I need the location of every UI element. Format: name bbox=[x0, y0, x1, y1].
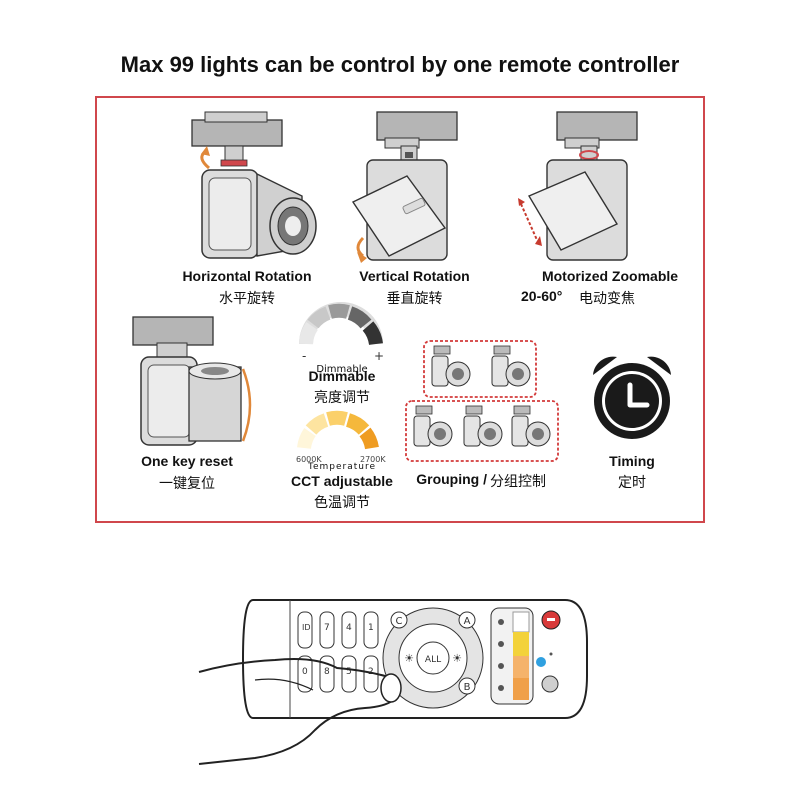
one-key-reset-label-zh: 一键复位 bbox=[159, 476, 215, 492]
motorized-zoom-label-zh: 电动变焦 bbox=[579, 291, 635, 307]
svg-text:C: C bbox=[396, 616, 403, 627]
remote-controller: ID 7 4 1 0 8 5 2 ALL ☀ ☀ C A B bbox=[198, 599, 588, 765]
cct-cool-value: 6000K bbox=[296, 455, 322, 464]
zoom-range-label: 20-60° bbox=[521, 288, 563, 304]
svg-text:1: 1 bbox=[368, 623, 374, 633]
svg-text:0: 0 bbox=[302, 667, 308, 677]
group-fixture bbox=[431, 345, 471, 387]
group-fixture bbox=[491, 345, 531, 387]
feature-dimmable: - + Dimmable bbox=[282, 302, 402, 408]
white-key[interactable] bbox=[512, 611, 530, 633]
group-fixture bbox=[463, 405, 503, 447]
grouping-label-zh: 分组控制 bbox=[490, 474, 546, 490]
cct-warm-value: 2700K bbox=[360, 455, 386, 464]
motorized-zoom-illustration bbox=[518, 111, 638, 261]
svg-text:☀: ☀ bbox=[404, 652, 414, 665]
feature-motorized-zoom: Motorized Zoomable 20-60° 电动变焦 bbox=[507, 98, 707, 313]
cct-label-zh: 色温调节 bbox=[314, 495, 370, 511]
cct-label: CCT adjustable bbox=[291, 473, 393, 489]
group-fixture bbox=[511, 405, 551, 447]
feature-timing: Timing 定时 bbox=[587, 353, 677, 493]
dimmable-label-zh: 亮度调节 bbox=[314, 390, 370, 406]
dimmable-label: Dimmable bbox=[308, 368, 376, 384]
orange-key[interactable] bbox=[513, 678, 529, 700]
dim-plus: + bbox=[374, 349, 384, 363]
timing-label-zh: 定时 bbox=[618, 475, 646, 491]
cct-icon: 6000K 2700K bbox=[296, 410, 386, 464]
svg-text:☀: ☀ bbox=[452, 652, 462, 665]
one-key-reset-label: One key reset bbox=[141, 453, 233, 469]
alarm-clock-icon bbox=[593, 356, 671, 439]
horizontal-rotation-label-zh: 水平旋转 bbox=[219, 291, 275, 307]
feature-horizontal-rotation: Horizontal Rotation 水平旋转 bbox=[97, 98, 317, 308]
cct-icon-caption: Temperature bbox=[307, 462, 376, 472]
yellow-key[interactable] bbox=[513, 632, 529, 656]
vertical-rotation-label-zh: 垂直旋转 bbox=[386, 291, 443, 307]
one-key-reset-illustration bbox=[132, 316, 252, 446]
headline: Max 99 lights can be control by one remo… bbox=[120, 52, 680, 77]
key-c[interactable] bbox=[390, 611, 408, 629]
horizontal-rotation-illustration bbox=[191, 111, 317, 259]
svg-text:8: 8 bbox=[324, 667, 330, 677]
timing-label: Timing bbox=[609, 453, 655, 469]
feature-vertical-rotation: Vertical Rotation 垂直旋转 bbox=[337, 98, 507, 308]
dim-minus: - bbox=[302, 349, 306, 363]
dimmable-icon-caption: Dimmable bbox=[316, 364, 368, 375]
group-fixture bbox=[413, 405, 453, 447]
svg-text:B: B bbox=[464, 682, 471, 693]
grey-button[interactable] bbox=[541, 675, 559, 693]
light-orange-key[interactable] bbox=[513, 656, 529, 678]
all-button[interactable] bbox=[416, 641, 450, 675]
blue-indicator bbox=[536, 657, 546, 667]
number-keys[interactable]: ID 7 4 1 0 8 5 2 bbox=[297, 611, 379, 693]
svg-text:7: 7 bbox=[324, 623, 330, 633]
svg-text:5: 5 bbox=[346, 667, 352, 677]
grouping-illustration bbox=[405, 340, 559, 462]
motorized-zoom-label: Motorized Zoomable bbox=[541, 268, 679, 284]
key-b[interactable] bbox=[458, 677, 476, 695]
horizontal-rotation-label: Horizontal Rotation bbox=[182, 268, 312, 284]
svg-text:A: A bbox=[464, 616, 471, 627]
svg-text:ALL: ALL bbox=[425, 655, 441, 665]
feature-cct: 6000K 2700K Temperature bbox=[282, 410, 412, 478]
vertical-rotation-label: Vertical Rotation bbox=[359, 268, 470, 284]
key-a[interactable] bbox=[458, 611, 476, 629]
svg-text:4: 4 bbox=[346, 623, 352, 633]
svg-text:ID: ID bbox=[302, 623, 311, 632]
feature-one-key-reset: One key reset 一键复位 bbox=[117, 313, 267, 493]
feature-grouping bbox=[402, 338, 567, 488]
feature-panel: Horizontal Rotation 水平旋转 Vertical Rotati… bbox=[95, 96, 705, 523]
dimmable-icon: - + bbox=[299, 302, 384, 363]
vertical-rotation-illustration bbox=[351, 111, 458, 263]
grouping-label: Grouping / bbox=[416, 471, 487, 487]
